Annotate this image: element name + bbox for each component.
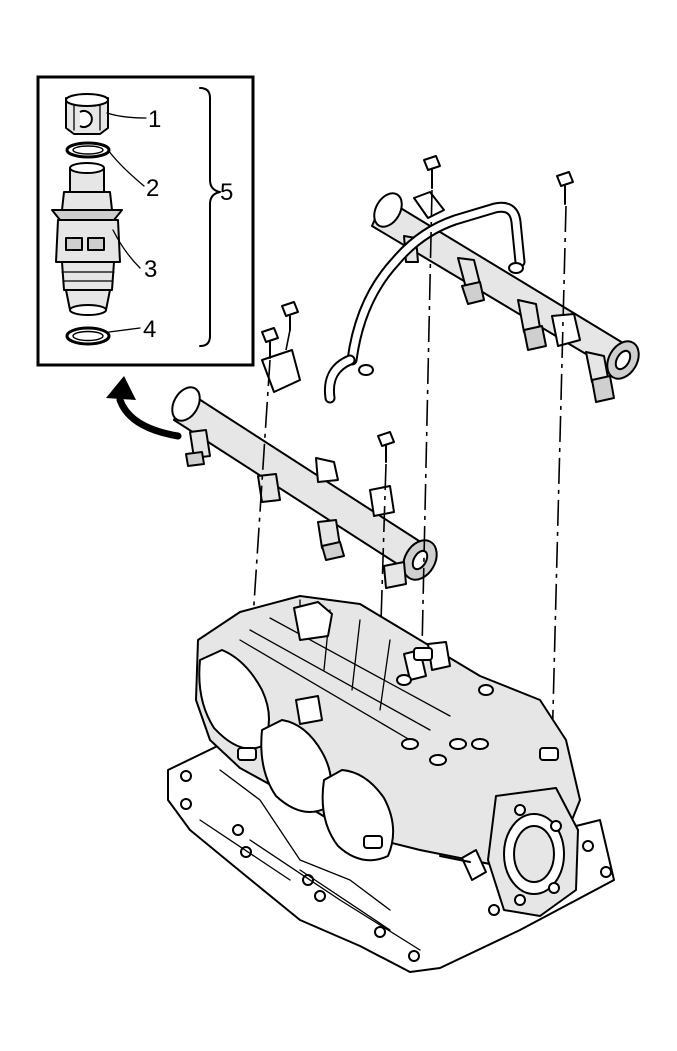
detail-arrow bbox=[106, 376, 182, 440]
rear-injector bbox=[457, 257, 485, 305]
front-injector bbox=[185, 429, 211, 467]
throttle-body bbox=[487, 787, 579, 917]
intake-manifold bbox=[167, 595, 615, 973]
callout-5: 5 bbox=[220, 179, 233, 206]
bolt bbox=[556, 171, 574, 205]
rear-fuel-rail bbox=[371, 191, 640, 403]
retainer-clip-part bbox=[65, 93, 109, 135]
rear-injector bbox=[585, 351, 615, 403]
bolt bbox=[423, 155, 441, 189]
callout-4: 4 bbox=[143, 316, 156, 343]
rail-bolts bbox=[261, 155, 574, 463]
fuel-injector-part bbox=[51, 162, 123, 316]
callout-3: 3 bbox=[144, 256, 157, 283]
rear-injector bbox=[517, 299, 547, 351]
callout-1: 1 bbox=[148, 106, 161, 133]
fuel-crossover-tube bbox=[323, 201, 526, 404]
front-injector bbox=[383, 561, 407, 589]
front-injector bbox=[317, 519, 345, 561]
upper-o-ring-part bbox=[65, 141, 111, 159]
front-fuel-rail bbox=[171, 349, 438, 589]
lower-o-ring-part bbox=[65, 326, 111, 346]
group-bracket bbox=[199, 87, 221, 347]
bolt bbox=[261, 327, 279, 359]
injector-detail-inset: 1 2 3 4 5 bbox=[36, 75, 255, 367]
bolt bbox=[281, 301, 299, 331]
callout-2: 2 bbox=[146, 175, 159, 202]
bolt bbox=[377, 431, 395, 463]
